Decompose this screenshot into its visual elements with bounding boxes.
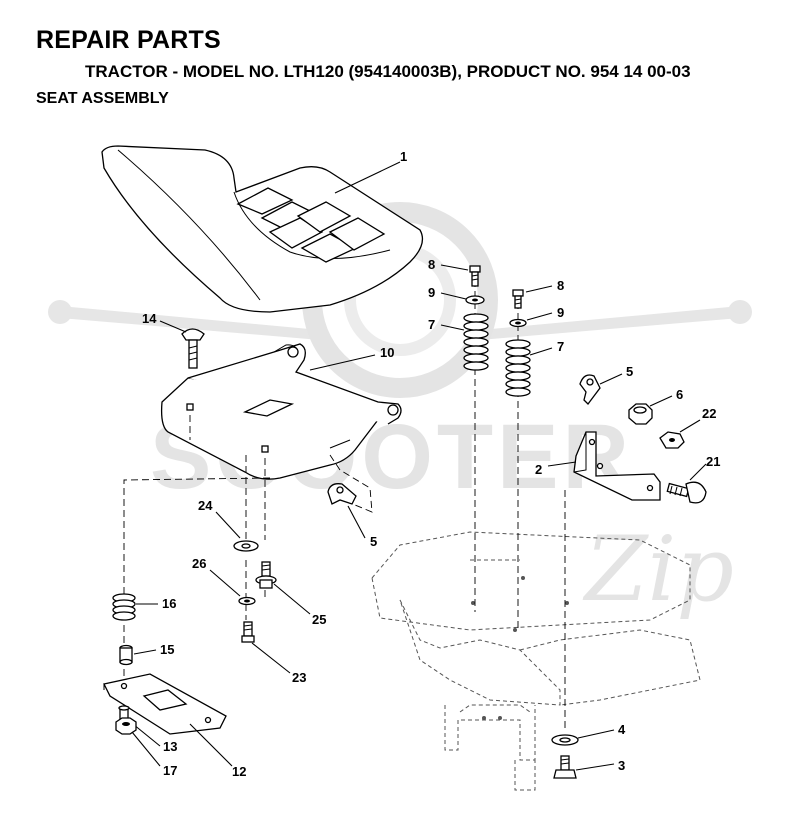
callout-9b: 9 <box>557 305 564 320</box>
page-title: REPAIR PARTS <box>36 26 221 54</box>
callout-14: 14 <box>142 311 157 326</box>
callout-21: 21 <box>706 454 720 469</box>
washer-part-9-left-hole <box>472 298 478 302</box>
callout-8a: 8 <box>428 257 435 272</box>
callout-7b: 7 <box>557 339 564 354</box>
plate-part-12 <box>103 673 227 735</box>
bolt-part-3 <box>553 755 577 779</box>
clip-part-5-right <box>579 374 601 405</box>
callout-3: 3 <box>618 758 625 773</box>
bolt-part-8-left <box>469 265 481 287</box>
nut-part-6 <box>628 403 653 425</box>
leader-21 <box>689 463 707 481</box>
leader-10 <box>309 354 376 371</box>
callout-15: 15 <box>160 642 174 657</box>
seat-pan-part-10 <box>160 343 402 480</box>
leader-4 <box>577 729 615 739</box>
callout-22: 22 <box>702 406 716 421</box>
leader-6 <box>649 395 673 407</box>
leader-22 <box>679 419 701 433</box>
leader-5b <box>347 505 366 539</box>
seat-part-1 <box>101 145 424 313</box>
section-title: SEAT ASSEMBLY <box>36 90 169 107</box>
callout-5a: 5 <box>626 364 633 379</box>
callout-17: 17 <box>163 763 177 778</box>
knob-part-21 <box>666 481 707 504</box>
tractor-frame-outline <box>371 531 701 791</box>
leader-9a <box>440 292 467 300</box>
leader-5a <box>599 373 623 385</box>
leader-12 <box>189 723 233 767</box>
leader-14 <box>159 320 187 333</box>
leader-2 <box>547 461 577 467</box>
washer-part-9-right-hole <box>515 321 521 325</box>
spacer-part-15 <box>119 644 133 666</box>
callout-6: 6 <box>676 387 683 402</box>
callout-2: 2 <box>535 462 542 477</box>
callout-26: 26 <box>192 556 206 571</box>
bolt-part-25 <box>255 561 277 589</box>
callout-10: 10 <box>380 345 394 360</box>
leader-3 <box>575 763 615 771</box>
model-subtitle: TRACTOR - MODEL NO. LTH120 (954140003B),… <box>85 62 691 81</box>
spring-part-7-right <box>505 339 531 397</box>
washer-part-26-hole <box>244 599 250 603</box>
callout-9a: 9 <box>428 285 435 300</box>
leader-8b <box>525 285 553 293</box>
callout-1: 1 <box>400 149 407 164</box>
watermark-right-bar <box>480 306 740 340</box>
carriage-bolt-part-14 <box>181 328 205 369</box>
callout-25: 25 <box>312 612 326 627</box>
leader-7b <box>529 347 553 356</box>
leader-9b <box>526 312 553 321</box>
leader-15 <box>133 649 157 655</box>
bracket-part-2 <box>573 431 661 501</box>
nut-part-22 <box>659 431 685 449</box>
leader-26 <box>209 569 241 597</box>
leader-24 <box>215 511 241 539</box>
bolt-part-13 <box>118 705 130 721</box>
leader-17 <box>131 731 161 767</box>
callout-16: 16 <box>162 596 176 611</box>
nut-part-17 <box>115 717 137 735</box>
spring-part-16 <box>112 593 136 621</box>
callout-4: 4 <box>618 722 626 737</box>
leader-1 <box>334 161 401 194</box>
clip-part-5-left <box>327 483 357 505</box>
washer-part-24-hole <box>241 543 251 549</box>
leader-8a <box>440 264 469 271</box>
callout-5b: 5 <box>370 534 377 549</box>
bolt-part-23 <box>241 621 255 643</box>
callout-8b: 8 <box>557 278 564 293</box>
callout-24: 24 <box>198 498 213 513</box>
leader-23 <box>251 642 291 674</box>
bolt-part-8-right <box>512 289 524 309</box>
callout-13: 13 <box>163 739 177 754</box>
leader-7a <box>440 324 465 331</box>
callout-23: 23 <box>292 670 306 685</box>
callout-12: 12 <box>232 764 246 779</box>
callout-7a: 7 <box>428 317 435 332</box>
washer-part-4-hole <box>559 737 571 743</box>
watermark-script: Zip <box>582 517 734 622</box>
spring-part-7-left <box>463 313 489 371</box>
watermark-left-bar <box>60 306 320 340</box>
leader-25 <box>273 583 311 615</box>
